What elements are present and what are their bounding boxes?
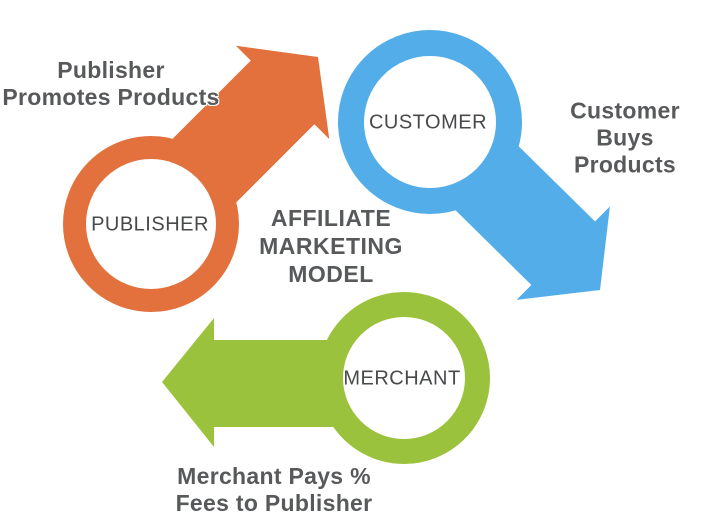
merchant-node-label: MERCHANT [343,367,461,390]
customer-node-label: CUSTOMER [368,111,488,134]
customer-buys-products-label: Customer Buys Products [570,97,680,178]
publisher-node-ring [63,136,239,312]
publisher-node-label: PUBLISHER [91,213,209,236]
customer-node-ring [338,30,522,214]
diagram-title: AFFILIATE MARKETING MODEL [259,205,403,287]
merchant-pays-fees-label: Merchant Pays % Fees to Publisher [175,463,373,516]
merchant-node-ring [318,292,490,464]
publisher-promotes-products-label: Publisher Promotes Products [2,57,220,110]
